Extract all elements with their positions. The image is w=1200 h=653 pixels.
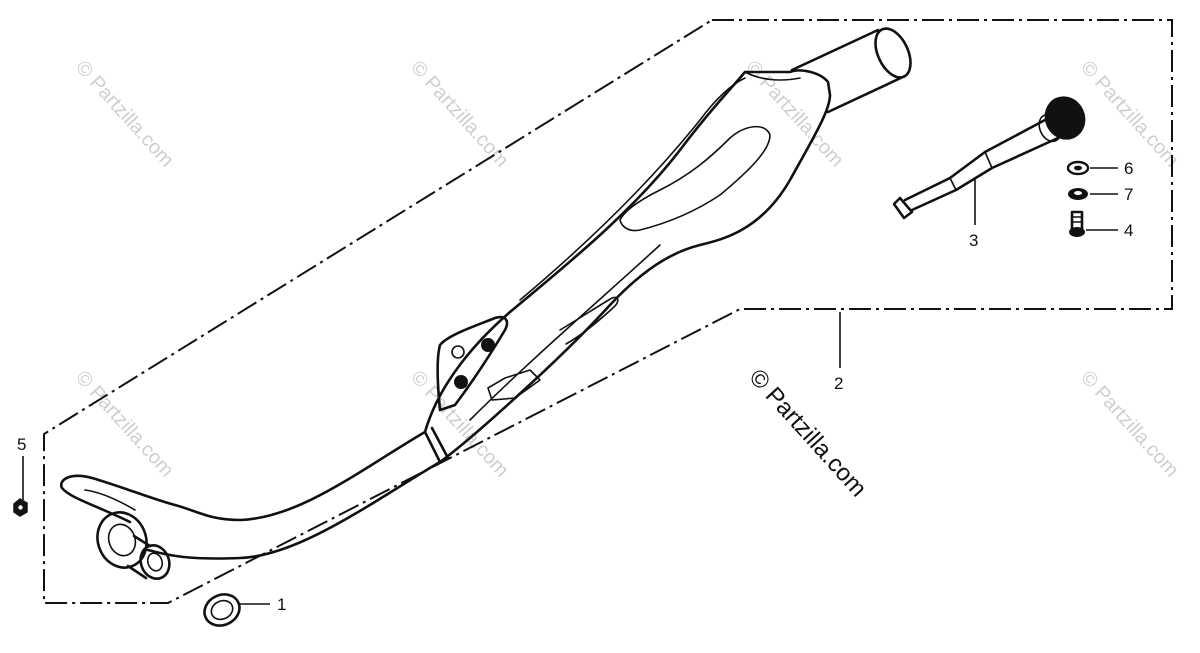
callout-5: 5 [17, 435, 26, 454]
exhaust-flange [96, 511, 171, 580]
watermark-faint: © Partzilla.com [1076, 367, 1183, 482]
watermark-faint: © Partzilla.com [406, 57, 513, 172]
tailpipe [790, 27, 912, 114]
callout-6: 6 [1124, 159, 1133, 178]
flange-nut [13, 498, 28, 517]
callout-4: 4 [1124, 221, 1133, 240]
washer-7 [1068, 188, 1088, 200]
callout-2: 2 [834, 374, 843, 393]
muffler [423, 69, 832, 464]
watermark-faint: © Partzilla.com [741, 57, 848, 172]
washer-6 [1066, 160, 1090, 176]
watermark-faint: © Partzilla.com [1076, 57, 1183, 172]
bolt-4 [1069, 210, 1085, 237]
assembly-frame [43, 19, 1173, 604]
watermark-faint: © Partzilla.com [71, 57, 178, 172]
exhaust-pipe [59, 426, 450, 560]
spark-arrester [892, 96, 1086, 220]
exhaust-gasket [203, 593, 241, 627]
watermark-faint-group: © Partzilla.com © Partzilla.com © Partzi… [71, 57, 1183, 482]
mounting-bracket [436, 315, 509, 412]
callout-1: 1 [277, 595, 286, 614]
callout-7: 7 [1124, 185, 1133, 204]
watermark-main: © Partzilla.com [744, 364, 872, 502]
callout-3: 3 [969, 231, 978, 250]
